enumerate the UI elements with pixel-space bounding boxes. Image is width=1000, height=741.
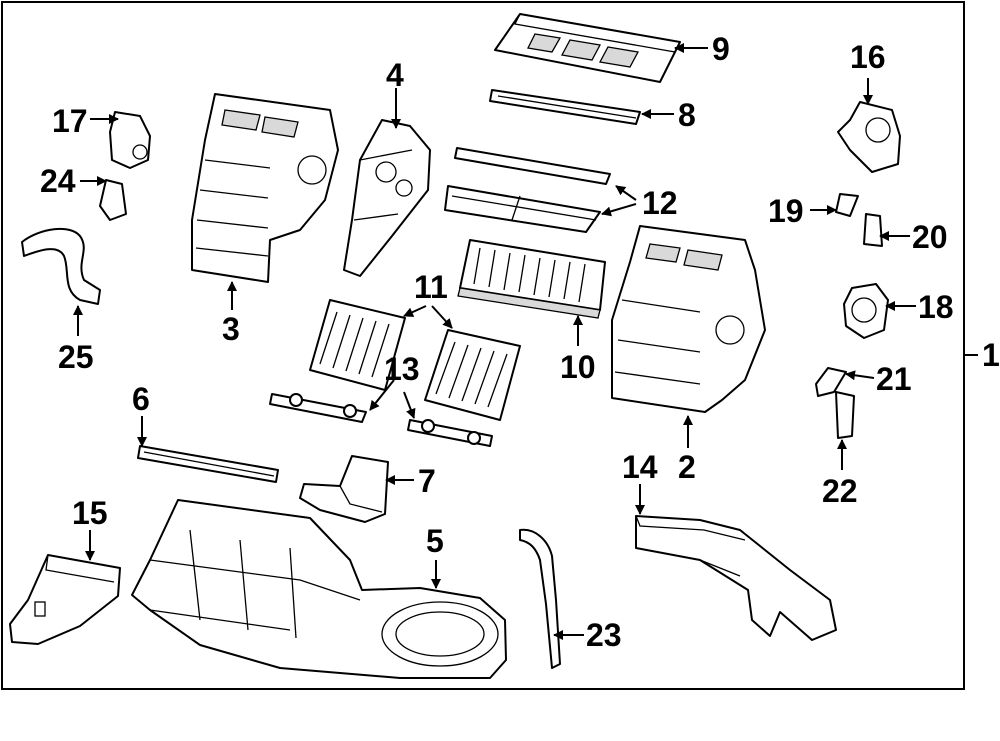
callout-14: 14 bbox=[622, 449, 658, 485]
callout-7: 7 bbox=[418, 463, 436, 499]
part-6-seal bbox=[137, 445, 279, 483]
part-2-case-right bbox=[611, 225, 766, 413]
part-10-heater-core bbox=[457, 239, 606, 319]
callout-9: 9 bbox=[712, 31, 730, 67]
callout-18: 18 bbox=[918, 289, 954, 325]
part-8-seal-strip bbox=[489, 89, 641, 125]
callout-15: 15 bbox=[72, 495, 108, 531]
part-24-clip bbox=[99, 179, 127, 221]
part-20-bracket bbox=[863, 213, 883, 247]
part-23-drain-hose bbox=[519, 528, 561, 669]
part-17-sensor bbox=[109, 111, 151, 169]
part-22-rod-bracket bbox=[835, 391, 855, 439]
callout-21: 21 bbox=[876, 361, 912, 397]
callout-19: 19 bbox=[768, 193, 804, 229]
part-5-lower-case bbox=[131, 499, 507, 679]
part-3-case-left bbox=[191, 93, 339, 283]
part-4-mode-housing bbox=[343, 119, 431, 277]
callout-6: 6 bbox=[132, 381, 150, 417]
part-12-door-assembly bbox=[444, 147, 611, 233]
part-13-rod-right bbox=[407, 419, 493, 447]
part-16-actuator bbox=[837, 101, 901, 173]
part-11-filter-right bbox=[424, 329, 521, 421]
callout-20: 20 bbox=[912, 219, 948, 255]
callout-4: 4 bbox=[386, 57, 404, 93]
callout-13: 13 bbox=[384, 351, 420, 387]
callout-1: 1 bbox=[982, 337, 1000, 373]
part-21-lever bbox=[815, 367, 847, 397]
part-7-duct bbox=[299, 455, 389, 523]
callout-12: 12 bbox=[642, 185, 678, 221]
part-15-cover bbox=[9, 554, 121, 645]
callout-23: 23 bbox=[586, 617, 622, 653]
part-9-upper-frame bbox=[494, 13, 681, 83]
callout-22: 22 bbox=[822, 473, 858, 509]
callout-3: 3 bbox=[222, 311, 240, 347]
part-13-rod-left bbox=[269, 393, 367, 423]
callout-8: 8 bbox=[678, 97, 696, 133]
diagram-frame bbox=[1, 1, 965, 690]
callout-10: 10 bbox=[560, 349, 596, 385]
callout-2: 2 bbox=[678, 449, 696, 485]
part-25-hose bbox=[21, 227, 101, 305]
part-14-floor-duct bbox=[635, 515, 837, 641]
leader-lines bbox=[73, 43, 916, 640]
callout-11: 11 bbox=[414, 269, 448, 305]
part-18-motor bbox=[843, 283, 889, 339]
callout-5: 5 bbox=[426, 523, 444, 559]
part-19-clip bbox=[835, 193, 859, 217]
callout-24: 24 bbox=[40, 163, 76, 199]
callout-25: 25 bbox=[58, 339, 94, 375]
callout-16: 16 bbox=[850, 39, 886, 75]
callout-17: 17 bbox=[52, 103, 88, 139]
